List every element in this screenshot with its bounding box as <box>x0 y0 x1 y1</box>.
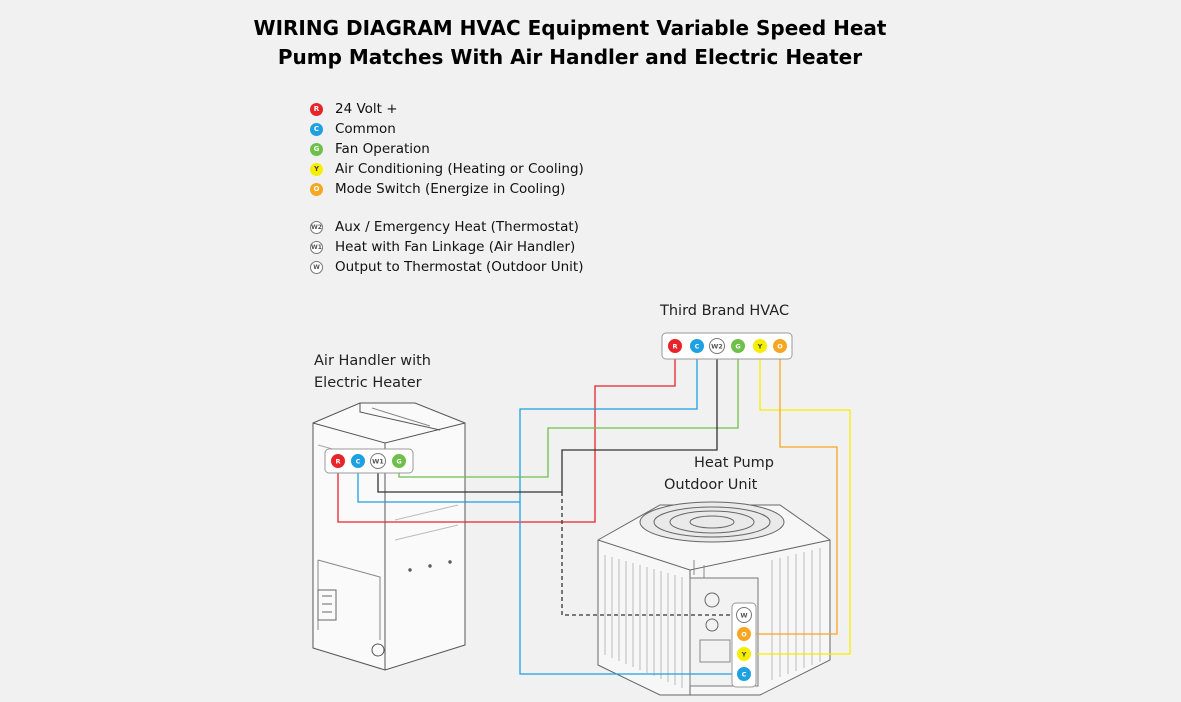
legend-item-y: Y Air Conditioning (Heating or Cooling) <box>310 159 584 179</box>
air-handler-label-line-2: Electric Heater <box>314 375 422 391</box>
terminal-label: Y <box>741 650 747 658</box>
terminal-r-icon <box>330 453 346 469</box>
terminal-label: Y <box>757 342 763 350</box>
legend-label: Output to Thermostat (Outdoor Unit) <box>335 259 584 275</box>
air-handler-terminal-c: C <box>350 453 366 469</box>
terminal-w-icon: W <box>310 260 323 274</box>
legend-label: Mode Switch (Energize in Cooling) <box>335 181 566 197</box>
heat-pump-terminal-y: Y <box>736 646 752 662</box>
legend-item-c: C Common <box>310 119 584 139</box>
terminal-label: W2 <box>711 342 723 350</box>
legend-label: Common <box>335 121 396 137</box>
terminal-o-icon <box>736 626 752 642</box>
terminal-y-icon: Y <box>310 162 323 176</box>
legend-label: Heat with Fan Linkage (Air Handler) <box>335 239 576 255</box>
wire-w2 <box>377 354 718 493</box>
wire-c-air-handler <box>357 469 520 503</box>
terminal-label: O <box>777 342 783 350</box>
terminal-label: R <box>335 457 340 465</box>
terminal-g-icon <box>391 453 407 469</box>
air-handler-unit <box>312 402 466 671</box>
terminal-o-icon: O <box>310 182 323 196</box>
wire-y <box>752 354 851 655</box>
wire-c-outdoor <box>519 354 736 675</box>
legend-label: Air Conditioning (Heating or Cooling) <box>335 161 584 177</box>
terminal-label: W1 <box>372 457 384 465</box>
terminal-c-icon <box>736 666 752 682</box>
thermostat-terminal-r: R <box>667 338 683 354</box>
air-handler-label-line-1: Air Handler with <box>314 353 431 369</box>
terminal-c-icon: C <box>310 122 323 136</box>
page-title: WIRING DIAGRAM HVAC Equipment Variable S… <box>230 14 910 72</box>
legend-item-w2: W2 Aux / Emergency Heat (Thermostat) <box>310 217 583 237</box>
heat-pump-label: Heat Pump Outdoor Unit <box>664 452 774 496</box>
heat-pump-terminal-c: C <box>736 666 752 682</box>
wire-g <box>398 354 739 478</box>
terminal-r-icon: R <box>310 102 323 116</box>
terminal-c-icon <box>350 453 366 469</box>
heat-pump-unit <box>597 501 831 696</box>
terminal-label: R <box>672 342 677 350</box>
air-handler-label: Air Handler with Electric Heater <box>314 350 431 394</box>
wire-r <box>337 354 676 523</box>
terminal-g-icon <box>730 338 746 354</box>
terminal-y-icon <box>736 646 752 662</box>
terminal-c-icon <box>689 338 705 354</box>
terminal-r-icon <box>667 338 683 354</box>
wires <box>337 354 851 675</box>
thermostat-terminal-c: C <box>689 338 705 354</box>
terminal-g-icon: G <box>310 142 323 156</box>
legend-white-terminals: W2 Aux / Emergency Heat (Thermostat) W1 Hea… <box>310 217 583 277</box>
legend-item-r: R 24 Volt + <box>310 99 584 119</box>
legend-label: 24 Volt + <box>335 101 398 117</box>
legend-item-o: O Mode Switch (Energize in Cooling) <box>310 179 584 199</box>
air-handler-terminal-g: G <box>391 453 407 469</box>
legend-label: Fan Operation <box>335 141 430 157</box>
terminal-w2-icon <box>709 338 725 354</box>
terminal-label: C <box>742 670 747 678</box>
terminal-w1-icon: W1 <box>310 240 323 254</box>
heat-pump-terminal-w: W <box>736 607 752 623</box>
legend-item-w1: W1 Heat with Fan Linkage (Air Handler) <box>310 237 583 257</box>
heat-pump-label-line-1: Heat Pump <box>694 455 775 471</box>
terminal-label: O <box>741 630 747 638</box>
title-line-1: WIRING DIAGRAM HVAC Equipment Variable S… <box>253 16 887 40</box>
heat-pump-terminal-o: O <box>736 626 752 642</box>
terminal-label: C <box>356 457 361 465</box>
title-line-2: Pump Matches With Air Handler and Electr… <box>277 45 863 69</box>
wire-w-outdoor <box>561 492 736 616</box>
air-handler-terminal-block <box>324 448 414 474</box>
terminal-label: G <box>735 342 740 350</box>
thermostat-label: Third Brand HVAC <box>660 303 790 319</box>
thermostat-terminal-w2: W2 <box>709 338 725 354</box>
air-handler-terminal-r: R <box>330 453 346 469</box>
terminal-o-icon <box>772 338 788 354</box>
thermostat-terminal-g: G <box>730 338 746 354</box>
terminal-label: C <box>695 342 700 350</box>
legend-item-w: W Output to Thermostat (Outdoor Unit) <box>310 257 583 277</box>
air-handler-terminal-w1: W1 <box>370 453 386 469</box>
terminal-w-icon <box>736 607 752 623</box>
terminal-label: G <box>396 457 401 465</box>
terminal-w2-icon: W2 <box>310 220 323 234</box>
thermostat-terminal-o: O <box>772 338 788 354</box>
thermostat-terminal-y: Y <box>752 338 768 354</box>
legend-label: Aux / Emergency Heat (Thermostat) <box>335 219 579 235</box>
terminal-y-icon <box>752 338 768 354</box>
heat-pump-label-line-2: Outdoor Unit <box>664 477 758 493</box>
legend-item-g: G Fan Operation <box>310 139 584 159</box>
terminal-label: W <box>740 611 747 619</box>
wire-o <box>752 354 838 635</box>
terminal-w1-icon <box>370 453 386 469</box>
heat-pump-terminal-block <box>731 602 757 688</box>
